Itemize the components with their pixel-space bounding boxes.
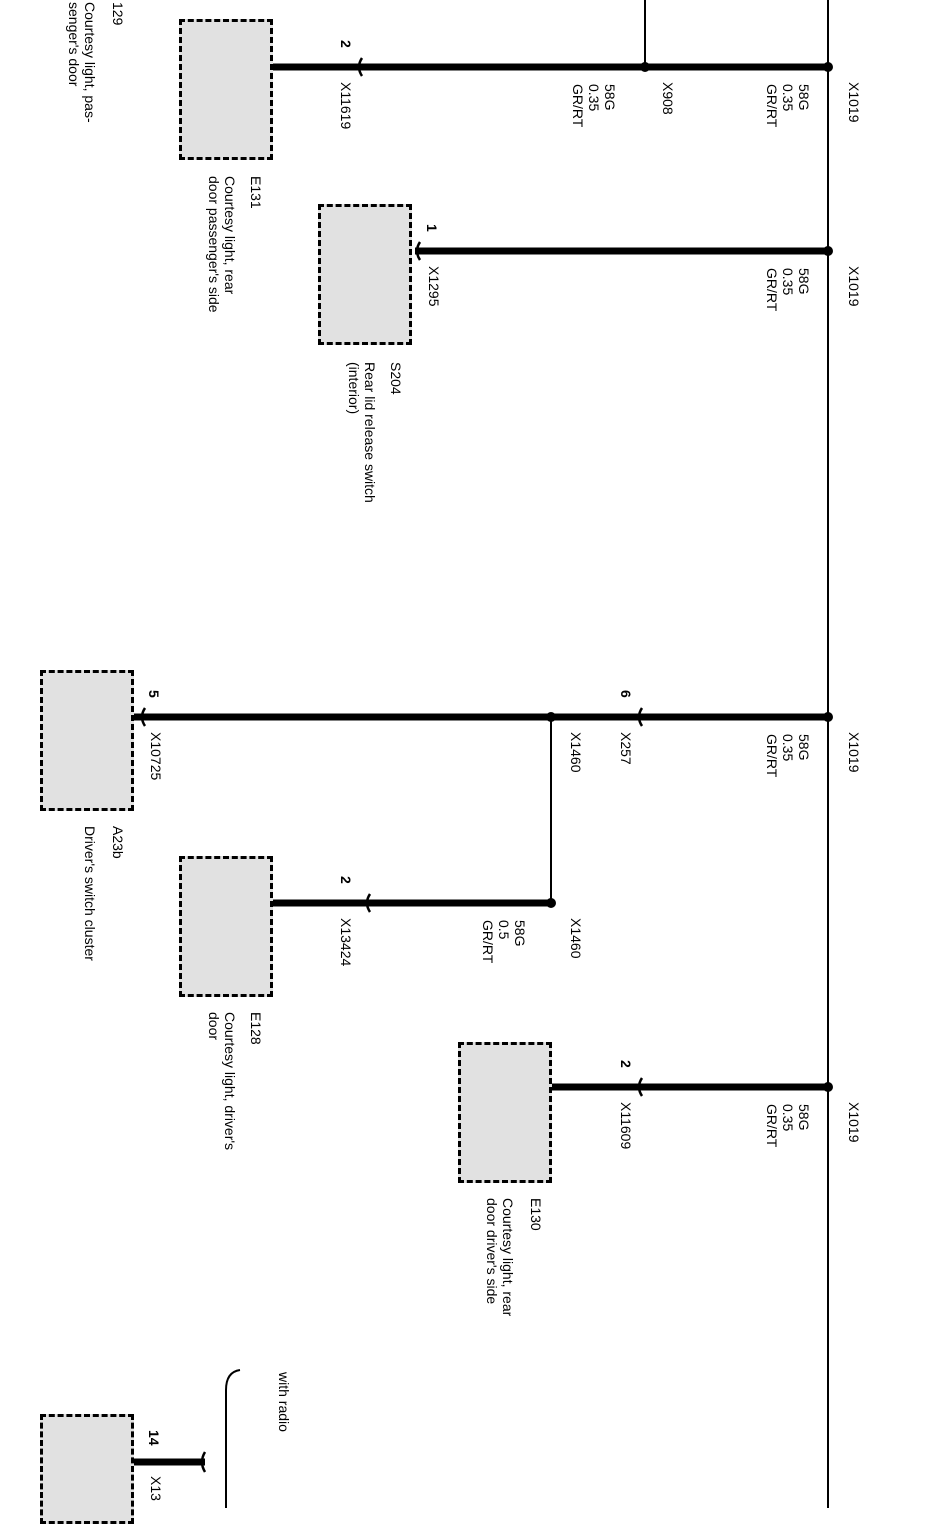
connector-label: X11609	[618, 1102, 634, 1150]
connector-label: X10725	[148, 732, 164, 781]
connector-label: X257	[618, 732, 634, 765]
component-id-label: E131	[248, 176, 264, 209]
bus-connector-label: X1019	[846, 82, 862, 123]
component-description: Driver's switch cluster	[82, 826, 98, 961]
junction-dot	[823, 712, 833, 722]
junction-dot	[546, 898, 556, 908]
junction-dot	[823, 1082, 833, 1092]
connector-label: X11619	[338, 82, 354, 130]
connector-label: X13	[148, 1476, 164, 1501]
component-id-label: 129	[110, 2, 126, 26]
connector-label: X1295	[426, 266, 442, 307]
component-id-label: A23b	[110, 826, 126, 859]
pin-number: 2	[618, 1060, 634, 1068]
pin-number: 6	[618, 690, 634, 698]
bus-connector-label: X1019	[846, 1102, 862, 1143]
component-e128-box	[179, 856, 273, 997]
connector-symbol	[140, 707, 147, 727]
bus-connector-label: X1019	[846, 266, 862, 307]
component-description: Courtesy light, pas-senger's door	[66, 2, 98, 123]
connector-symbol	[365, 893, 372, 913]
connector-label: X13424	[338, 918, 354, 967]
component-e131-box	[179, 19, 273, 160]
junction-dot	[823, 62, 833, 72]
option-bracket	[225, 1369, 241, 1508]
component-id-label: E128	[248, 1012, 264, 1045]
connector-symbol	[357, 57, 364, 77]
connector-label: X1460	[568, 732, 584, 773]
component-description: Rear lid release switch(interior)	[346, 362, 378, 503]
junction-dot	[823, 246, 833, 256]
connector-symbol	[637, 707, 644, 727]
pin-number: 14	[146, 1430, 162, 1446]
junction-dot	[546, 712, 556, 722]
pin-number: 1	[424, 224, 440, 232]
option-label: with radio	[276, 1372, 292, 1432]
pin-number: 2	[338, 40, 354, 48]
connector-symbol	[200, 1451, 207, 1473]
connector-symbol	[637, 1077, 644, 1097]
pin-number: 5	[146, 690, 162, 698]
component-id-label: E130	[528, 1198, 544, 1231]
bus-connector-label: X1019	[846, 732, 862, 773]
connector-label: X908	[660, 82, 676, 115]
connector-symbol	[415, 241, 422, 261]
component-s204-box	[318, 204, 412, 345]
junction-dot	[640, 62, 650, 72]
component-e130-box	[458, 1042, 552, 1183]
component-a23b-box	[40, 670, 134, 811]
pin-number: 2	[338, 876, 354, 884]
component-id-label: S204	[388, 362, 404, 395]
connector-label: X1460	[568, 918, 584, 959]
